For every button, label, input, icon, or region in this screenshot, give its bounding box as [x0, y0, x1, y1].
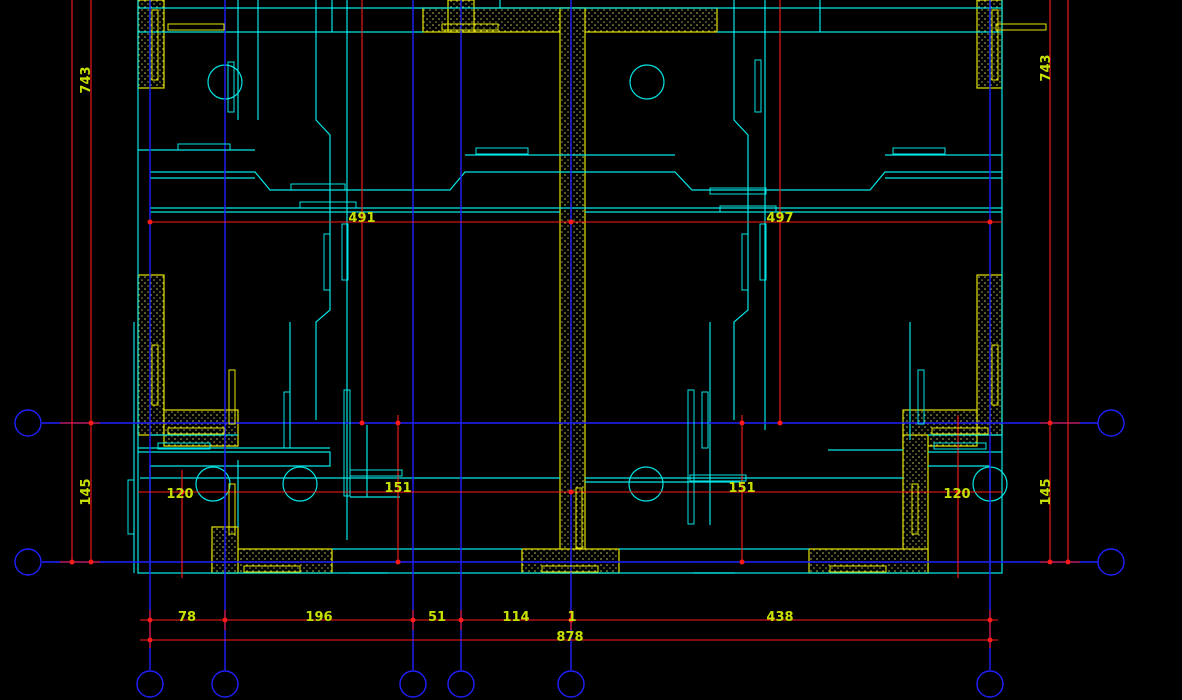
dim-mid-5: 151 [728, 481, 755, 496]
dim-right-top: 743 [1039, 54, 1054, 81]
floor-drain-4 [282, 466, 318, 502]
dim-mid-4: 151 [384, 481, 411, 496]
axis-bubble-left-2[interactable] [14, 548, 42, 576]
dim-left-top: 743 [79, 66, 94, 93]
dim-mid-3: 120 [166, 487, 193, 502]
axis-bubble-bottom-1[interactable] [136, 670, 164, 698]
grid-axes [42, 0, 1098, 670]
wall-left-mid [137, 274, 165, 436]
dim-bottom-seg-3: 51 [428, 610, 446, 625]
dim-mid-1: 491 [348, 211, 375, 226]
dim-bottom-seg-1: 78 [178, 610, 196, 625]
floor-drain-5 [628, 466, 664, 502]
axis-bubbles[interactable] [14, 409, 1125, 698]
axis-bubble-bottom-3[interactable] [399, 670, 427, 698]
label-tags [127, 59, 987, 535]
axis-bubble-bottom-6[interactable] [976, 670, 1004, 698]
wall-bottom-right [808, 548, 929, 574]
axis-bubble-bottom-5[interactable] [557, 670, 585, 698]
axis-bubble-left-1[interactable] [14, 409, 42, 437]
axis-bubble-right-2[interactable] [1097, 548, 1125, 576]
dim-bottom-seg-5: 1 [567, 610, 576, 625]
wall-center-column [559, 7, 586, 574]
axis-bubble-bottom-2[interactable] [211, 670, 239, 698]
axis-bubble-right-1[interactable] [1097, 409, 1125, 437]
walls [137, 0, 1003, 574]
dimension-texts: 743 743 145 145 78 196 51 114 1 438 878 … [79, 54, 1054, 645]
dimension-ticks [69, 219, 1071, 643]
dim-right-bottom: 145 [1039, 478, 1054, 505]
dim-mid-6: 120 [943, 487, 970, 502]
dim-bottom-seg-2: 196 [305, 610, 332, 625]
dim-bottom-total: 878 [556, 630, 583, 645]
label-tags-yellow [151, 9, 1047, 573]
dim-mid-2: 497 [766, 211, 793, 226]
wall-left-top [137, 0, 165, 89]
floor-drain-2 [629, 64, 665, 100]
dim-bottom-seg-4: 114 [502, 610, 529, 625]
dim-bottom-seg-6: 438 [766, 610, 793, 625]
dim-left-bottom: 145 [79, 478, 94, 505]
axis-bubble-bottom-4[interactable] [447, 670, 475, 698]
fixtures [195, 64, 1008, 502]
